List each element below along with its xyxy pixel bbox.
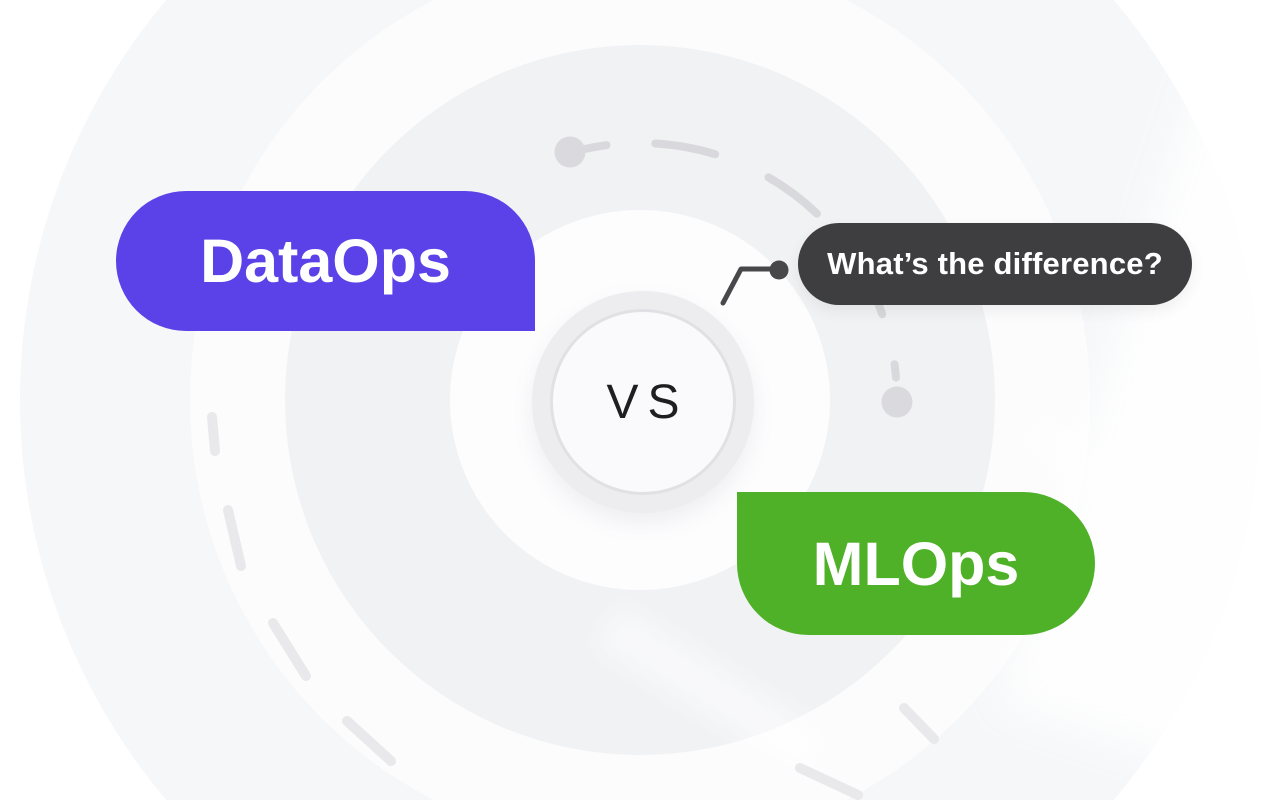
orbit-dot-top <box>554 136 586 168</box>
orbit-dash <box>223 505 246 571</box>
vs-label: VS <box>606 375 689 429</box>
vs-medallion: VS <box>532 291 754 513</box>
callout-connector-dot <box>769 260 789 280</box>
dataops-label: DataOps <box>200 227 451 295</box>
mlops-badge: MLOps <box>737 492 1095 635</box>
light-streak-right <box>997 0 1280 800</box>
orbit-dot-right <box>881 386 913 418</box>
vs-medallion-inner: VS <box>550 309 736 495</box>
orbit-dash <box>342 716 396 766</box>
orbit-dash <box>899 703 939 744</box>
orbit-dash <box>651 139 720 159</box>
question-callout: What’s the difference? <box>798 223 1192 305</box>
orbit-dash <box>795 763 863 800</box>
orbit-dash <box>268 618 311 681</box>
outer-dashed-orbit <box>207 412 939 800</box>
light-streak-topright <box>1013 406 1207 550</box>
dataops-badge: DataOps <box>116 191 535 331</box>
callout-connector-line <box>720 266 773 306</box>
light-streak-mlops <box>594 604 833 778</box>
orbit-dash <box>581 141 611 153</box>
mlops-label: MLOps <box>812 529 1020 598</box>
orbit-dash <box>890 360 900 382</box>
orbit-dash <box>207 412 220 456</box>
question-callout-label: What’s the difference? <box>827 246 1163 281</box>
orbit-dash <box>764 173 821 218</box>
